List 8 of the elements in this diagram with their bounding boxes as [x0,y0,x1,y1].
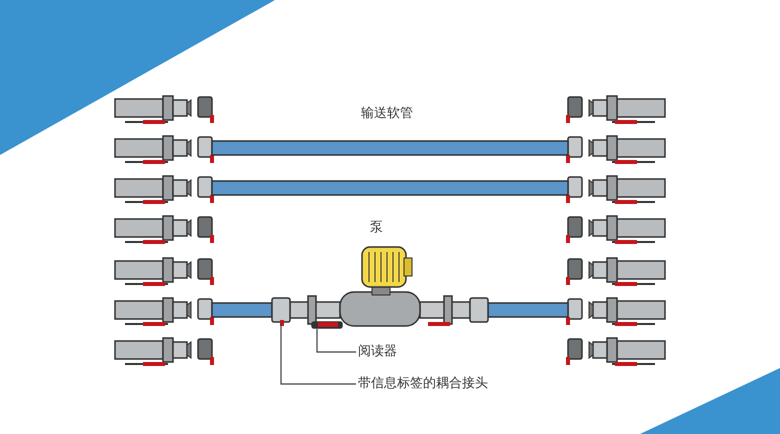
part-label: 输送软管 [361,106,413,122]
reader-device [311,321,343,329]
leader-line [316,329,356,353]
part-label: 泵 [370,220,383,236]
callout-label: 阅读器 [358,344,397,360]
tagged-coupling [271,297,291,326]
leader-line [280,323,356,385]
callout-label: 带信息标签的耦合接头 [358,376,488,392]
